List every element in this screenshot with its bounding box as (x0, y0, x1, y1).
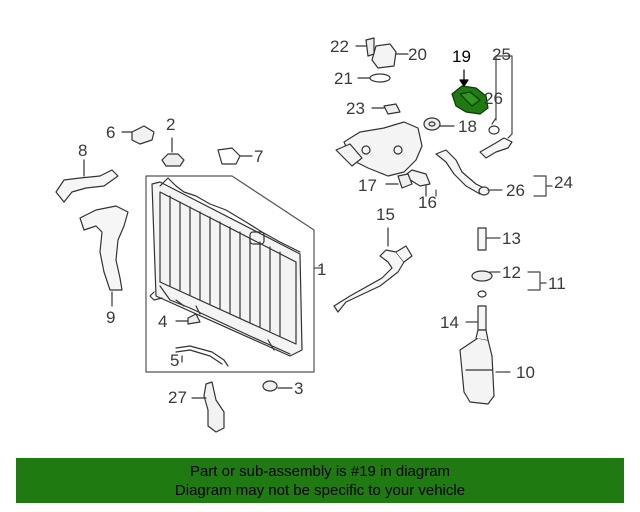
part-24-hose (435, 149, 490, 196)
callout-11: 11 (548, 274, 566, 293)
callout-12: 12 (502, 263, 521, 282)
part-9-lower-hose (79, 205, 129, 307)
note-line-disclaimer: Diagram may not be specific to your vehi… (174, 482, 466, 499)
callout-10: 10 (516, 363, 535, 382)
callout-24: 24 (554, 173, 573, 192)
leader-lines (435, 55, 553, 373)
part-4-clip (175, 313, 201, 325)
part-14-hose (477, 305, 487, 331)
callout-25: 25 (492, 45, 511, 64)
callout-26-top: 26 (484, 89, 503, 108)
callout-2: 2 (166, 115, 176, 134)
part-10-reservoir (459, 329, 495, 405)
part-5-hose (175, 345, 229, 367)
callout-6: 6 (106, 123, 116, 142)
callout-21: 21 (334, 69, 353, 88)
diagram-note-banner: Part or sub-assembly is #19 in diagram D… (16, 458, 624, 503)
callout-16: 16 (418, 193, 437, 212)
callout-14: 14 (440, 313, 459, 332)
part-19-highlighted (451, 69, 489, 115)
callout-5: 5 (170, 351, 180, 370)
part-18-thermostat (423, 117, 455, 131)
part-15-pipe (333, 227, 413, 313)
callout-4: 4 (158, 312, 168, 331)
callout-26-bottom: 26 (506, 181, 525, 200)
callout-13: 13 (502, 229, 521, 248)
callout-8: 8 (78, 141, 88, 160)
callout-7: 7 (254, 147, 264, 166)
callout-3: 3 (294, 379, 304, 398)
part-3-grommet (262, 380, 293, 392)
callout-17: 17 (358, 176, 377, 195)
part-22-bolt (355, 37, 375, 57)
part-27-bracket (191, 381, 225, 433)
part-12-cap (471, 270, 493, 298)
part-23-sensor (371, 103, 401, 115)
part-8-upper-hose (55, 159, 119, 203)
callout-20: 20 (408, 45, 427, 64)
part-20-housing (371, 43, 409, 69)
radiator-outline-box (145, 175, 315, 373)
part-16-outlet-housing (335, 121, 431, 197)
callout-15: 15 (376, 205, 395, 224)
part-2-cap (161, 137, 185, 167)
callout-9: 9 (106, 308, 116, 327)
note-line-part: Part or sub-assembly is #19 in diagram (189, 463, 451, 480)
part-26-clamp-top (488, 125, 500, 135)
part-17-sensor (385, 173, 413, 189)
callout-27: 27 (168, 388, 187, 407)
part-6-bracket (121, 125, 155, 145)
part-7-gasket (217, 147, 253, 165)
callout-19-highlighted: 19 (452, 47, 471, 66)
callout-18: 18 (458, 117, 477, 136)
callout-22: 22 (330, 37, 349, 56)
part-25-hose (479, 137, 513, 159)
callout-1: 1 (317, 260, 327, 279)
radiator-illustration (149, 177, 303, 357)
callout-23: 23 (346, 99, 365, 118)
part-21-gasket (357, 73, 391, 83)
part-13-hose (477, 227, 487, 251)
